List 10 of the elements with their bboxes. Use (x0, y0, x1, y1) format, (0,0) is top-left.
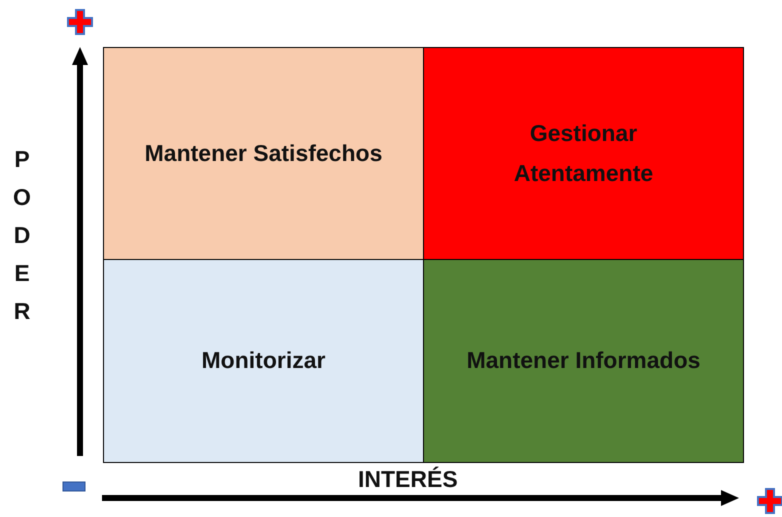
quadrant-label: Gestionar Atentamente (512, 119, 654, 188)
axis-title: INTERÉS (358, 466, 458, 493)
quadrant-cell (423, 259, 744, 463)
quadrant-label: Mantener Satisfechos (144, 138, 382, 168)
quadrant-cell (423, 47, 744, 260)
quadrant-cell (103, 259, 424, 463)
quadrant-label: Monitorizar (202, 346, 326, 376)
quadrant-cell (103, 47, 424, 260)
quadrant-label: Mantener Informados (466, 346, 700, 376)
axis-title: PODER (8, 146, 35, 336)
